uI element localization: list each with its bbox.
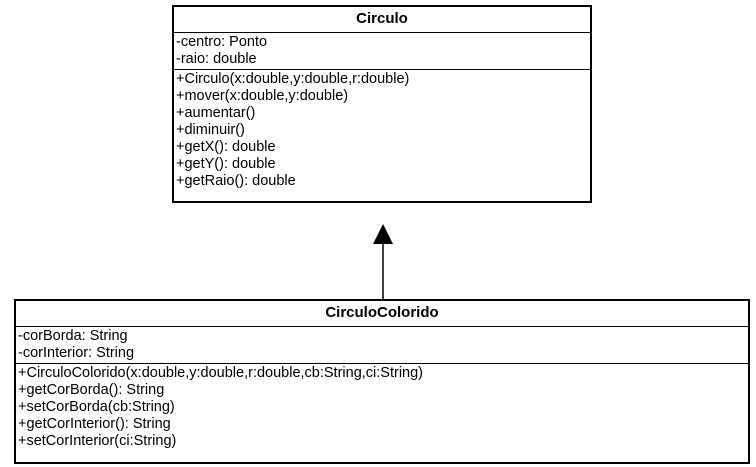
attribute: -raio: double <box>176 51 257 67</box>
method: +getX(): double <box>176 139 276 155</box>
method: +Circulo(x:double,y:double,r:double) <box>176 71 410 87</box>
class-box-circulo-colorido: CirculoColorido -corBorda: String -corIn… <box>14 299 750 464</box>
method: +diminuir() <box>176 122 245 138</box>
method: +CirculoColorido(x:double,y:double,r:dou… <box>18 365 424 381</box>
attribute: -centro: Ponto <box>176 34 268 50</box>
inheritance-arrowhead <box>373 224 393 244</box>
attributes-section: -corBorda: String -corInterior: String <box>16 327 748 364</box>
method: +aumentar() <box>176 105 256 121</box>
class-box-circulo: Circulo -centro: Ponto -raio: double +Ci… <box>172 5 592 203</box>
methods-section: +CirculoColorido(x:double,y:double,r:dou… <box>16 364 748 450</box>
class-name: CirculoColorido <box>16 301 748 327</box>
method: +getY(): double <box>176 156 276 172</box>
attribute: -corInterior: String <box>18 345 135 361</box>
method: +getRaio(): double <box>176 173 296 189</box>
method: +setCorInterior(ci:String) <box>18 433 177 449</box>
attributes-section: -centro: Ponto -raio: double <box>174 33 590 70</box>
method: +setCorBorda(cb:String) <box>18 399 175 415</box>
method: +mover(x:double,y:double) <box>176 88 349 104</box>
attribute: -corBorda: String <box>18 328 128 344</box>
method: +getCorBorda(): String <box>18 382 165 398</box>
class-name: Circulo <box>174 7 590 33</box>
methods-section: +Circulo(x:double,y:double,r:double) +mo… <box>174 70 590 190</box>
method: +getCorInterior(): String <box>18 416 171 432</box>
